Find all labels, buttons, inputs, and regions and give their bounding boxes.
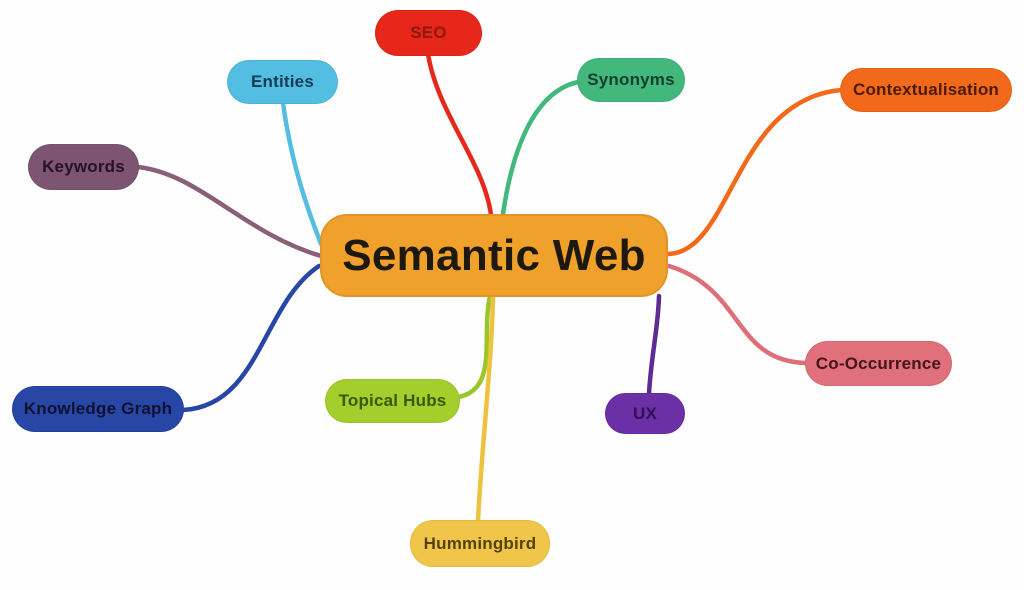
node-label-entities: Entities — [250, 72, 314, 91]
node-synonyms[interactable]: Synonyms — [577, 58, 685, 102]
connector-synonyms — [500, 79, 581, 217]
node-ux[interactable]: UX — [605, 393, 685, 434]
connector-keywords — [135, 164, 324, 259]
node-label-synonyms: Synonyms — [587, 70, 675, 89]
center-node-label: Semantic Web — [342, 230, 646, 280]
connector-hummingbird — [475, 293, 496, 524]
connector-seo — [425, 51, 494, 218]
node-label-hummingbird: Hummingbird — [423, 533, 537, 553]
node-hummingbird[interactable]: Hummingbird — [410, 520, 550, 567]
node-semantic-web[interactable]: Semantic Web — [320, 214, 668, 297]
node-label-knowledge_graph: Knowledge Graph — [23, 399, 173, 418]
node-label-topical_hubs: Topical Hubs — [338, 391, 447, 410]
node-label-co_occurrence: Co-Occurrence — [815, 353, 942, 373]
connector-topical_hubs — [455, 293, 493, 400]
node-co_occurrence[interactable]: Co-Occurrence — [805, 341, 952, 386]
node-keywords[interactable]: Keywords — [28, 144, 139, 190]
node-contextualisation[interactable]: Contextualisation — [840, 68, 1012, 112]
node-entities[interactable]: Entities — [227, 60, 338, 104]
connector-co_occurrence — [666, 263, 809, 366]
connector-contextualisation — [666, 87, 844, 257]
connector-knowledge_graph — [180, 263, 322, 413]
node-label-ux: UX — [632, 403, 658, 423]
node-topical_hubs[interactable]: Topical Hubs — [325, 379, 460, 423]
node-label-seo: SEO — [410, 23, 447, 42]
node-label-contextualisation: Contextualisation — [852, 80, 1000, 99]
node-knowledge_graph[interactable]: Knowledge Graph — [12, 386, 184, 432]
node-seo[interactable]: SEO — [375, 10, 482, 56]
node-label-keywords: Keywords — [42, 157, 125, 176]
connector-entities — [280, 100, 324, 247]
connector-ux — [646, 293, 662, 397]
